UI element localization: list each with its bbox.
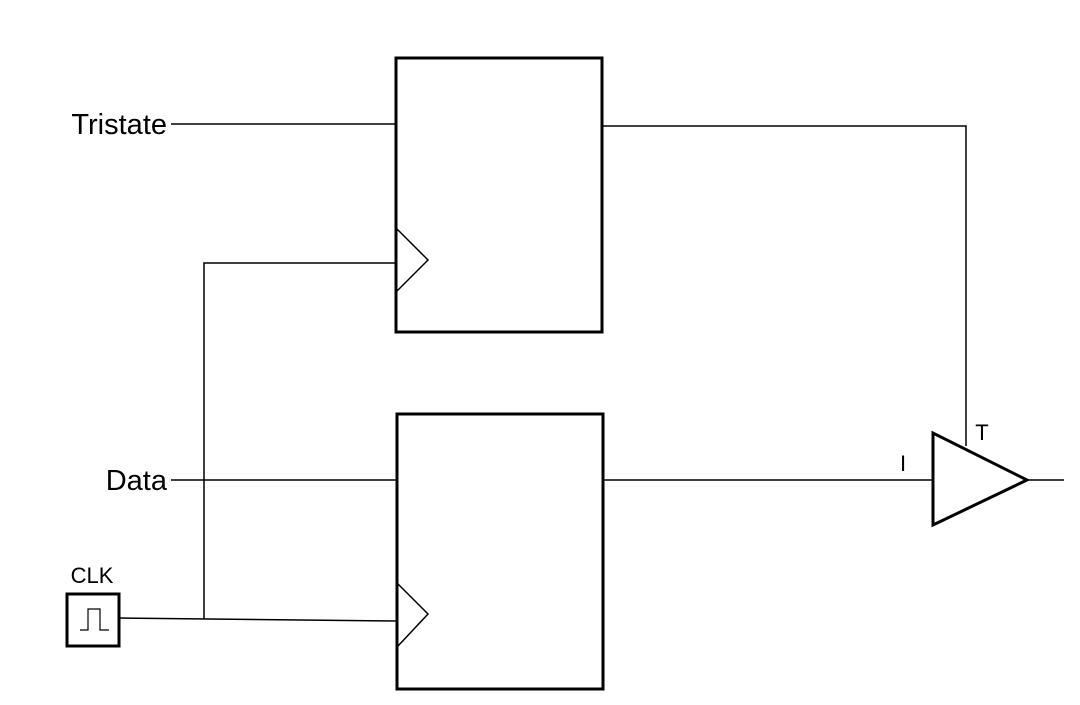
clk-label: CLK [71,563,114,588]
data-label: Data [106,465,168,497]
clock-wire [119,617,399,622]
data-flip-flop [395,412,605,691]
tristate-label: Tristate [71,109,167,141]
tristate-buffer-icon [931,430,1031,528]
tristate-flip-flop [394,56,604,334]
clock-edge-icon [397,583,430,647]
clock-source [65,592,121,648]
buffer-input-pin-label: I [900,451,906,476]
clock-branch-wire-top [203,262,396,619]
pulse-icon [80,608,109,631]
buffer-tristate-pin-label: T [975,420,988,445]
tristate-output-wire [602,125,967,446]
clock-edge-icon [395,227,430,293]
